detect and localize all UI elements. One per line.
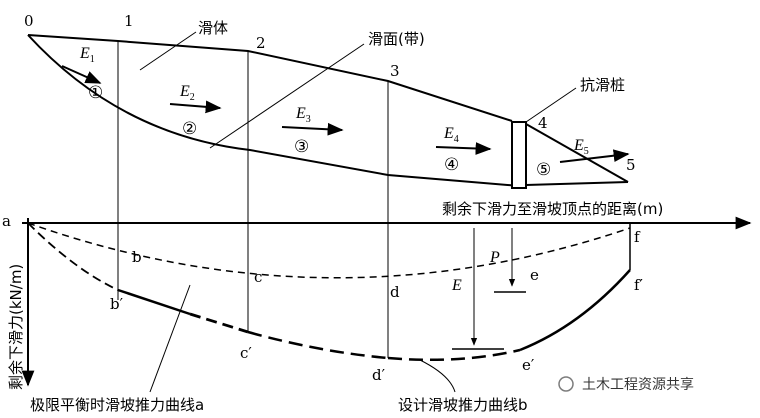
anti-slide-pile-label: 抗滑桩: [580, 76, 625, 94]
point-0-label: 0: [24, 12, 34, 30]
slope-surface: [27, 34, 513, 122]
y-axis-title: 剩余下滑力(kN/m): [7, 264, 25, 390]
e1-label: E1: [79, 45, 95, 65]
point-e-prime-label: e′: [522, 356, 535, 374]
pile-callout-line: [525, 87, 577, 123]
point-1-label: 1: [124, 12, 134, 30]
slice-3-number: ③: [294, 137, 309, 157]
thrust-curve-b-seg6: [519, 269, 631, 352]
slip-surface: [27, 34, 521, 187]
force-arrow-e3: [281, 122, 344, 136]
force-arrow-e4: [435, 142, 492, 155]
e4-label: E4: [443, 125, 459, 145]
slice-2-number: ②: [182, 119, 197, 139]
point-b-prime-label: b′: [110, 295, 124, 313]
slide-toe-lower: [525, 181, 629, 186]
force-arrow-e2: [169, 100, 222, 114]
point-a-label: a: [2, 212, 11, 230]
slice-4-number: ④: [444, 155, 459, 175]
thrust-curve-b-seg4: [247, 330, 389, 360]
curve-a-caption: 极限平衡时滑坡推力曲线a: [30, 396, 204, 414]
point-c-prime-label: c′: [240, 344, 252, 362]
thrust-curve-b-seg1: [27, 222, 119, 291]
point-d-prime-label: d′: [372, 366, 386, 384]
slice-1-number: ①: [88, 83, 103, 103]
slide-toe-upper: [525, 123, 629, 183]
watermark-text: 土木工程资源共享: [582, 376, 694, 393]
thrust-curve-b-seg5: [387, 348, 521, 362]
curve-b-callout-line: [419, 359, 456, 393]
slice-5-number: ⑤: [536, 160, 551, 180]
e5-label: E5: [573, 137, 589, 157]
point-b-label: b: [132, 248, 142, 266]
point-e-label: e: [530, 266, 539, 284]
e3-label: E3: [295, 105, 311, 125]
dim-p-label: P: [489, 249, 500, 266]
point-5-label: 5: [626, 156, 636, 174]
thrust-curve-b-seg3: [189, 312, 249, 334]
force-arrow-e1: [61, 65, 102, 84]
point-f-label: f: [634, 228, 641, 246]
slide-body-callout-line: [139, 31, 197, 71]
e2-label: E2: [179, 83, 195, 103]
x-axis-title: 剩余下滑力至滑坡顶点的距离(m): [442, 200, 663, 218]
slip-surface-label: 滑面(带): [368, 30, 425, 48]
point-3-label: 3: [390, 62, 400, 80]
point-f-prime-label: f′: [634, 276, 644, 294]
watermark: 土木工程资源共享: [558, 376, 694, 393]
point-4-label: 4: [538, 114, 548, 132]
point-d-label: d: [390, 283, 400, 301]
thrust-curve-a: [27, 222, 631, 279]
slide-body-label: 滑体: [198, 19, 228, 37]
point-2-label: 2: [256, 34, 266, 52]
wechat-icon: [558, 376, 574, 392]
anti-slide-pile: [511, 121, 527, 189]
dim-e-label: E: [451, 277, 462, 294]
curve-a-callout-line: [149, 284, 191, 393]
curve-b-caption: 设计滑坡推力曲线b: [398, 396, 528, 414]
force-arrow-e5: [559, 149, 630, 163]
thrust-curve-b-seg2: [117, 288, 191, 316]
point-c-label: c: [254, 268, 262, 286]
slip-surface-callout-line: [209, 43, 365, 149]
